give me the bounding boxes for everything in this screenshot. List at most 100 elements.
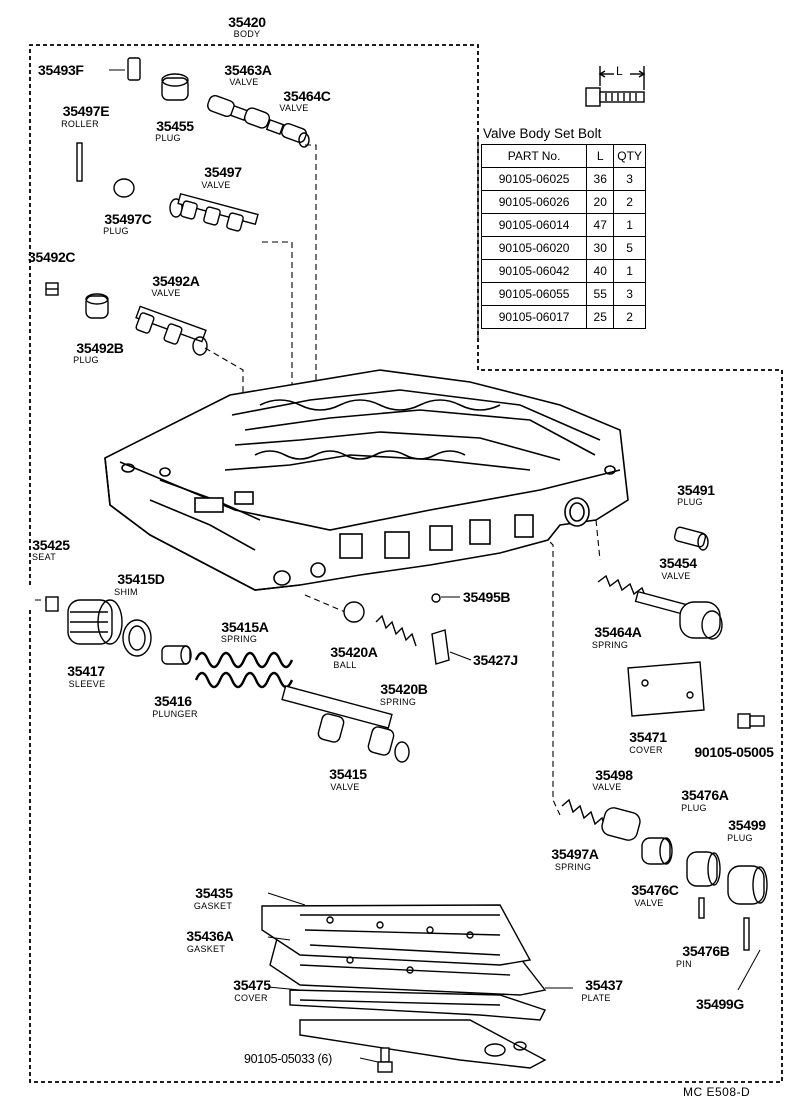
part-name-35455: PLUG xyxy=(155,133,181,143)
part-number-35437: 35437 xyxy=(585,977,623,993)
length-cell: 20 xyxy=(586,190,615,214)
header-length: L xyxy=(586,144,615,168)
plunger-35416-icon xyxy=(161,645,192,665)
header-part-no: PART No. xyxy=(480,144,588,168)
part-no-cell: 90105-06014 xyxy=(480,213,588,237)
part-number-35492b: 35492B xyxy=(76,340,124,356)
valve-35476c-icon xyxy=(641,837,673,865)
part-name-plunger: PLUNGER xyxy=(152,709,198,719)
roller-35497e-icon xyxy=(76,142,83,182)
valve-35463a-icon xyxy=(207,95,285,135)
plug-35492b-icon xyxy=(85,293,109,319)
part-number-35417: 35417 xyxy=(67,663,105,679)
part-name-seat: SEAT xyxy=(31,552,57,562)
part-name-pin: PIN xyxy=(676,959,692,969)
part-name-35415: VALVE xyxy=(330,782,360,792)
part-number-35497e: 35497E xyxy=(62,103,110,119)
part-number-35497a: 35497A xyxy=(551,846,599,862)
part-name-35475: COVER xyxy=(234,993,268,1003)
part-number-90105-05005: 90105-05005 xyxy=(694,744,774,760)
part-name-roller: ROLLER xyxy=(61,119,99,129)
bolt-table-header-row: PART No. L QTY xyxy=(480,144,646,168)
part-no-cell: 90105-06055 xyxy=(480,282,588,306)
bolt-length-icon xyxy=(585,66,646,107)
bolt-90105-05033-icon xyxy=(377,1047,393,1073)
oring-35495b-icon xyxy=(431,593,441,603)
part-name-35492b: PLUG xyxy=(73,355,99,365)
part-number-35436a: 35436A xyxy=(186,928,234,944)
plug-35476a-icon xyxy=(686,851,721,887)
part-number-35493f: 35493F xyxy=(38,62,84,78)
bolt-90105-05005-icon xyxy=(737,713,765,729)
part-name-35471: COVER xyxy=(629,745,663,755)
part-number-35464c: 35464C xyxy=(283,88,331,104)
part-name-35497c: PLUG xyxy=(103,226,129,236)
plate-gasket-stack-illustration xyxy=(261,904,547,1069)
length-cell: 25 xyxy=(586,305,615,329)
cover-35471-icon xyxy=(627,661,705,717)
part-no-cell: 90105-06026 xyxy=(480,190,588,214)
plug-35499-icon xyxy=(727,865,768,905)
part-number-35475: 35475 xyxy=(233,977,271,993)
part-number-35427j: 35427J xyxy=(473,652,518,668)
part-name-35498: VALVE xyxy=(592,782,622,792)
part-no-cell: 90105-06017 xyxy=(480,305,588,329)
plug-35491-icon xyxy=(673,526,709,551)
part-number-35420a: 35420A xyxy=(330,644,378,660)
part-name-35476a: PLUG xyxy=(681,803,707,813)
clip-35427j-icon xyxy=(431,629,450,665)
part-number-35499g: 35499G xyxy=(695,996,745,1012)
part-name-35463a: VALVE xyxy=(229,77,259,87)
part-number-35499: 35499 xyxy=(728,817,766,833)
valve-35415-icon xyxy=(281,685,410,763)
qty-cell: 1 xyxy=(613,259,646,283)
label-leader-lines xyxy=(109,69,761,1063)
part-name-35476c: VALVE xyxy=(634,898,664,908)
part-name-35491: PLUG xyxy=(677,497,703,507)
body-group-outline xyxy=(29,44,783,1083)
diagram-code: MC E508-D xyxy=(683,1085,751,1099)
part-name-35435: GASKET xyxy=(193,901,233,911)
part-number-35476a: 35476A xyxy=(681,787,729,803)
spring-35415a-icon xyxy=(194,651,294,689)
part-number-35491: 35491 xyxy=(677,482,715,498)
part-number-35497c: 35497C xyxy=(104,211,152,227)
part-number-90105-05033: 90105-05033 (6) xyxy=(244,1052,332,1066)
spring-35464a-icon xyxy=(597,574,647,599)
part-number-35415a: 35415A xyxy=(221,619,269,635)
plug-35455-icon xyxy=(161,73,189,101)
plug-35497c-icon xyxy=(113,178,135,198)
part-no-cell: 90105-06042 xyxy=(480,259,588,283)
length-cell: 36 xyxy=(586,167,615,191)
part-number-35497: 35497 xyxy=(204,164,242,180)
length-cell: 40 xyxy=(586,259,615,283)
part-number-35476b: 35476B xyxy=(682,943,730,959)
valve-35454-icon xyxy=(634,590,723,640)
roller-pin-icon xyxy=(127,57,141,81)
qty-cell: 5 xyxy=(613,236,646,260)
part-name-ball: BALL xyxy=(333,660,357,670)
pin-35499g-icon xyxy=(743,917,750,951)
valve-35498-icon xyxy=(601,807,641,841)
part-name-35464a: SPRING xyxy=(591,640,629,650)
dashed-leader-lines xyxy=(35,144,601,816)
part-number-35476c: 35476C xyxy=(631,882,679,898)
part-name-35497: VALVE xyxy=(201,180,231,190)
part-name-plate: PLATE xyxy=(581,993,611,1003)
part-number-35425: 35425 xyxy=(32,537,70,553)
part-no-cell: 90105-06020 xyxy=(480,236,588,260)
valve-body-35420-illustration xyxy=(104,369,629,591)
part-35492c-icon xyxy=(45,282,59,296)
part-name-35499: PLUG xyxy=(727,833,753,843)
part-name-body: BODY xyxy=(233,29,261,39)
part-number-35463a: 35463A xyxy=(224,62,272,78)
length-cell: 30 xyxy=(586,236,615,260)
part-number-35415d: 35415D xyxy=(117,571,165,587)
